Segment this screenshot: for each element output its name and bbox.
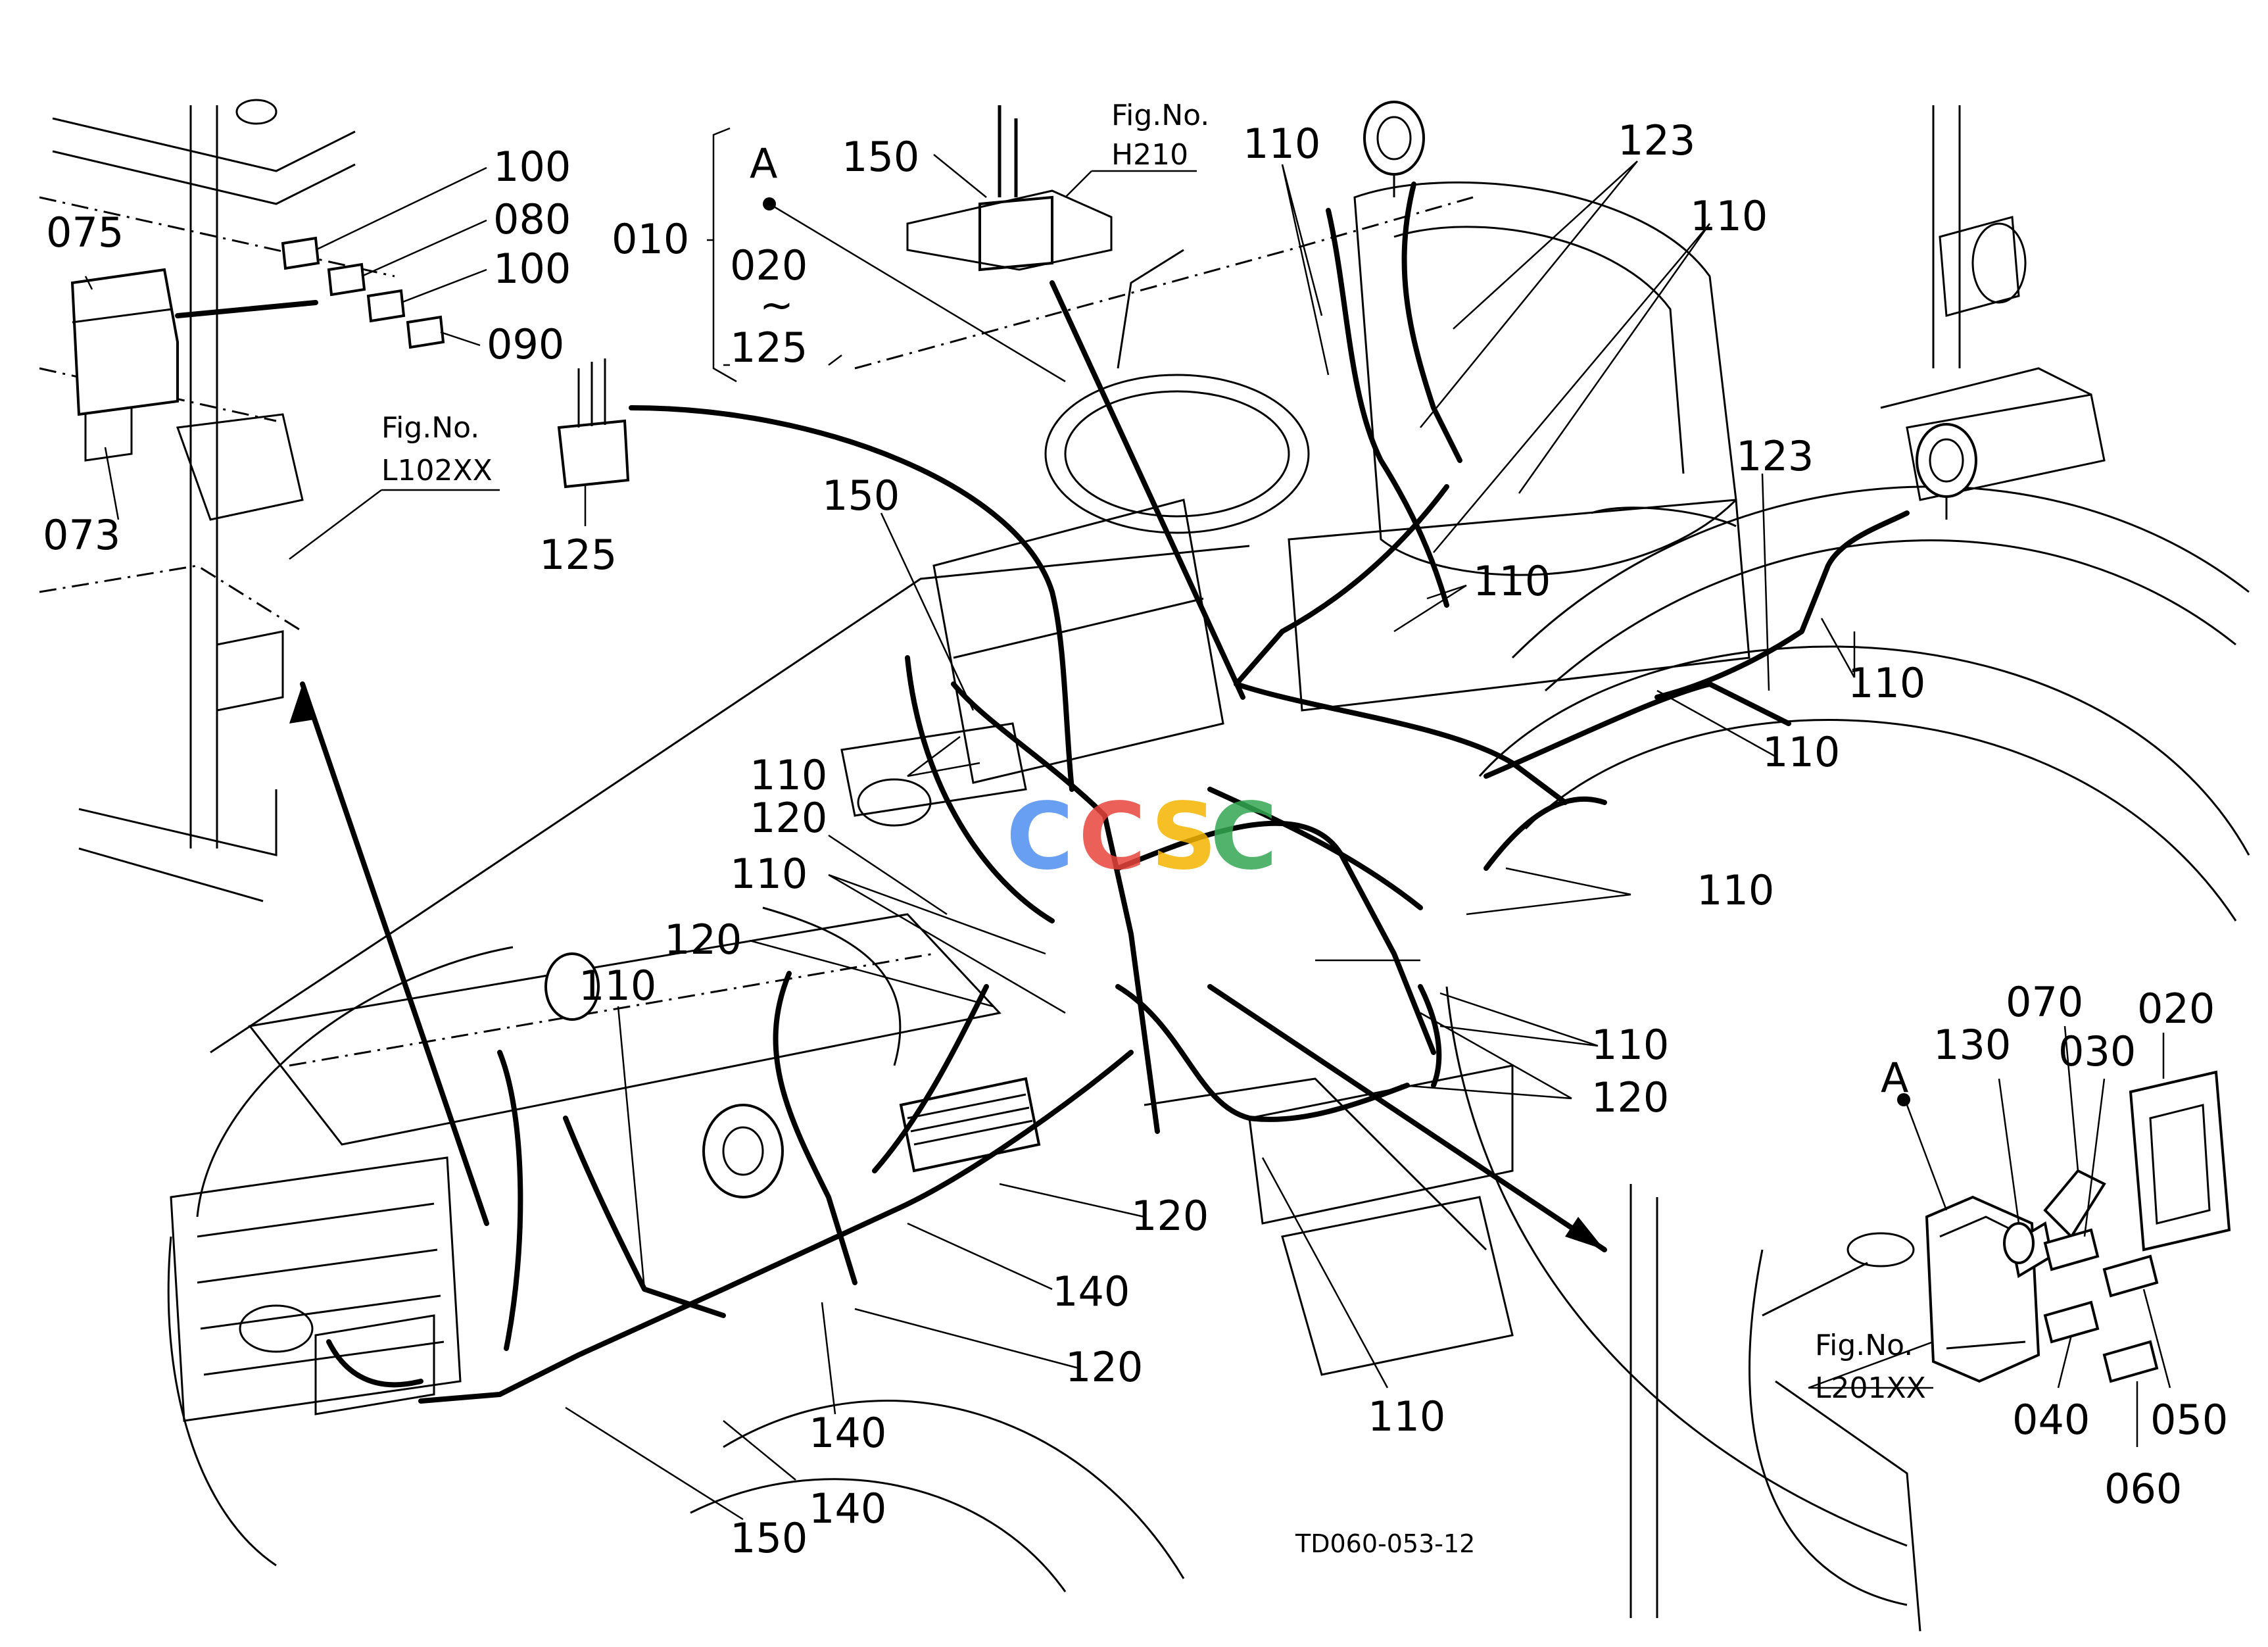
label-140-bottom-1: 140 [1052,1267,1130,1315]
connector-125 [557,358,630,489]
label-150-top: 150 [842,133,919,181]
drawing-code: TD060-053-12 [1295,1529,1475,1558]
label-073: 073 [43,511,120,559]
part-labels: 075 073 100 080 100 090 Fig.No. L102XX 1… [43,99,2228,1562]
label-120-bottom-2: 120 [1065,1343,1143,1391]
work-lamp-left [1363,101,1425,197]
wiring-harness [326,182,1910,1404]
label-detail-a: A [1881,1054,1908,1102]
svg-text:C: C [1078,783,1146,891]
label-123-top: 123 [1618,116,1695,164]
label-120-right: 120 [1591,1073,1669,1121]
work-lamp-right [1916,423,1977,520]
label-110-right-3: 110 [1697,866,1774,914]
label-050: 050 [2150,1396,2228,1444]
fig-l102-line2: L102XX [381,454,493,487]
label-010: 010 [612,215,689,263]
detail-a-relay-box [1925,1070,2231,1383]
label-125-plug: 125 [539,531,617,579]
fig-l201-line2: L201XX [1815,1371,1926,1405]
label-020-detail: 020 [2137,985,2215,1033]
svg-text:C: C [1006,783,1074,891]
relay-150-top [906,105,1113,272]
label-110-right-1: 110 [1848,659,1925,707]
label-110-top-right: 110 [1690,192,1768,240]
fig-h210-line2: H210 [1111,138,1188,172]
label-110-center-2: 110 [730,850,808,898]
label-120-bottom-1: 120 [1131,1192,1209,1240]
fig-h210-line1: Fig.No. [1111,99,1209,132]
label-130: 130 [1933,1021,2011,1069]
label-100-b: 100 [493,245,571,293]
label-030: 030 [2058,1027,2136,1075]
label-110-bottom: 110 [1368,1392,1445,1440]
label-080: 080 [493,195,571,243]
label-075: 075 [46,209,124,257]
label-020: 020 [730,241,808,289]
label-110-center-1: 110 [750,751,827,799]
indicator-arrows [175,280,1607,1252]
fig-l102-line1: Fig.No. [381,411,479,445]
label-callout-a: A [750,139,777,187]
label-150-mid: 150 [822,472,900,520]
label-125: 125 [730,324,808,372]
label-090: 090 [487,320,564,368]
label-123-right: 123 [1736,432,1814,480]
fuse-box-073-075 [70,268,179,462]
label-120-center-2: 120 [664,916,742,964]
label-060: 060 [2104,1465,2182,1513]
label-040: 040 [2012,1396,2090,1444]
label-140-bottom-3: 140 [809,1485,886,1533]
label-110-right-4: 110 [1591,1021,1669,1069]
label-140-bottom-2: 140 [809,1409,886,1457]
label-070: 070 [2006,978,2083,1026]
label-tilde: ~ [760,281,794,329]
fuses-080-090-100 [281,236,445,349]
label-120-center-1: 120 [750,794,827,842]
leader-lines [84,127,2171,1521]
label-110-top: 110 [1243,120,1320,168]
svg-text:C: C [1210,783,1278,891]
fig-l201-line1: Fig.No. [1815,1329,1913,1362]
label-150-bottom: 150 [730,1514,808,1562]
label-110-center-3: 110 [579,962,656,1010]
label-110-mid: 110 [1473,557,1551,605]
label-110-right-2: 110 [1762,728,1840,776]
tractor-outline [39,99,2250,1632]
label-100-a: 100 [493,143,571,191]
svg-text:S: S [1151,783,1217,891]
watermark-logo: C C S C [1006,783,1278,891]
